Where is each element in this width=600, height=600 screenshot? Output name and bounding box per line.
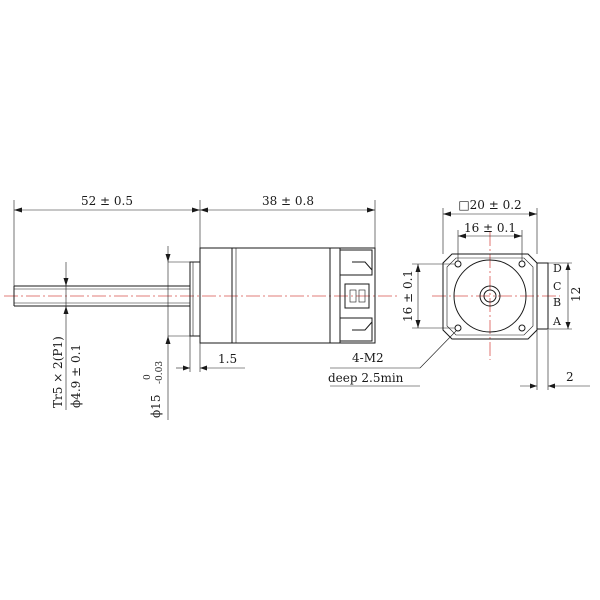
hole-depth-label: deep 2.5min [328,371,404,385]
side-view: 52 ± 0.5 38 ± 0.8 Tr5 × 2(P1) ϕ4.9 ± 0.1… [4,194,400,420]
boss-diameter-base: ϕ15 [149,395,163,418]
connector-depth-label: 2 [566,370,574,384]
pin-label-c: C [553,280,561,293]
mount-holes-label: 4-M2 [352,351,384,365]
boss-circle [453,259,527,333]
connector-height-dimension [548,262,572,330]
screw-thread-label: Tr5 × 2(P1) [51,336,65,408]
boss-height-label: 1.5 [218,352,237,366]
hole-spacing-v-label: 16 ± 0.1 [401,270,415,322]
mount-hole-tl [454,260,462,268]
mount-hole-tr [518,260,526,268]
boss-height-dimension [176,336,245,372]
top-dimension-lines [13,200,376,286]
flange-outline [442,253,538,340]
mount-hole-br [518,324,526,332]
hole-spacing-v-dimension [412,263,455,329]
rear-connector [344,283,370,309]
front-view: D C B A 12 □20 ± 0.2 16 ± 0.1 [328,198,590,390]
screw-diameter-label: ϕ4.9 ± 0.1 [69,344,83,408]
boss-diameter-leader [165,246,190,420]
connector-height-label: 12 [569,287,583,302]
boss-tol-upper: 0 [143,374,153,380]
motor-length-label: 38 ± 0.8 [262,194,314,208]
hole-spacing-h-label: 16 ± 0.1 [464,221,516,235]
pin-label-d: D [553,262,562,275]
boss [189,261,201,337]
hole-spacing-h-dimension [457,230,523,261]
pin-label-a: A [552,315,562,328]
lead-screw [13,285,190,307]
mount-hole-bl [454,324,462,332]
screw-length-label: 52 ± 0.5 [81,194,133,208]
motor-body [199,247,376,344]
boss-tol-lower: -0.03 [155,361,165,384]
screw-diameter-leader [63,262,69,410]
connector-depth-dimension [520,330,590,390]
flange-square-label: □20 ± 0.2 [458,198,521,212]
mount-hole-leader [330,330,457,387]
shaft-circle [479,285,501,307]
flange-dimension [442,208,538,254]
pin-label-b: B [553,296,561,309]
